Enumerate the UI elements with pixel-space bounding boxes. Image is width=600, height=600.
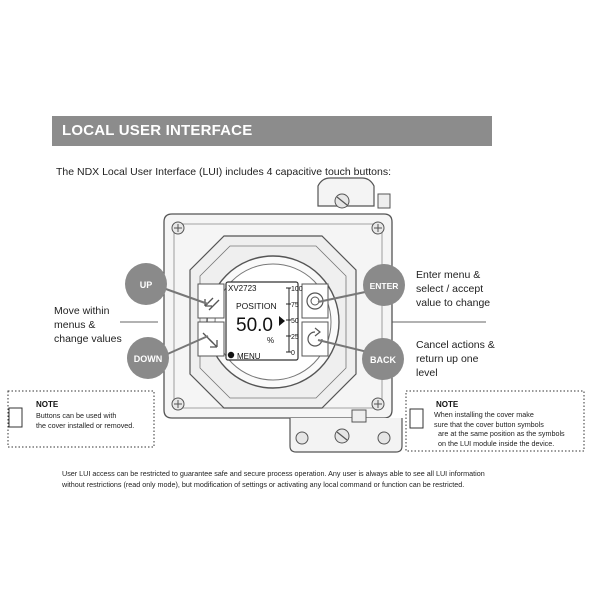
bottom-connector (289, 409, 403, 453)
intro-text: The NDX Local User Interface (LUI) inclu… (56, 166, 391, 178)
note-right-text: When installing the cover make sure that… (434, 410, 565, 448)
back-description: Cancel actions & return up one level (416, 339, 495, 379)
up-button-bubble[interactable] (125, 263, 167, 305)
note-left-text: Buttons can be used with the cover insta… (36, 411, 135, 430)
scale-75: 75 (291, 302, 299, 309)
position-value: 50.0 (236, 315, 273, 336)
down-button-bubble[interactable] (127, 337, 169, 379)
top-lug (317, 177, 391, 209)
section-banner (52, 116, 492, 146)
back-button-label: BACK (370, 355, 396, 365)
position-pointer-icon (279, 316, 285, 326)
note-left-title: NOTE (36, 400, 59, 409)
menu-label: MENU (237, 352, 261, 361)
scale-25: 25 (291, 334, 299, 341)
enter-button-label: ENTER (370, 281, 399, 291)
note-right-box (405, 390, 585, 452)
note-right-title: NOTE (436, 400, 459, 409)
position-label: POSITION (236, 301, 277, 311)
up-arrow-icon (204, 297, 220, 311)
position-gauge (279, 287, 291, 353)
down-button-label: DOWN (134, 354, 163, 364)
corner-screw (171, 221, 385, 411)
position-unit: % (267, 336, 274, 345)
up-button-label: UP (140, 280, 153, 290)
scale-0: 0 (291, 350, 295, 357)
down-arrow-icon (202, 332, 218, 348)
menu-icon (227, 351, 235, 359)
note-right-checkbox (409, 408, 424, 429)
enter-button-bubble[interactable] (363, 264, 405, 306)
scale-50: 50 (291, 318, 299, 325)
back-refresh-icon (307, 327, 323, 347)
move-description: Move within menus & change values (54, 305, 122, 345)
enter-description: Enter menu & select / accept value to ch… (416, 269, 491, 309)
footer-text: User LUI access can be restricted to gua… (62, 469, 485, 489)
section-title: LOCAL USER INTERFACE (62, 122, 253, 139)
back-button-bubble[interactable] (362, 338, 404, 380)
note-left-checkbox (8, 407, 23, 428)
device-tag: XV2723 (228, 284, 257, 293)
scale-100: 100 (291, 286, 303, 293)
note-left-box (7, 390, 155, 448)
